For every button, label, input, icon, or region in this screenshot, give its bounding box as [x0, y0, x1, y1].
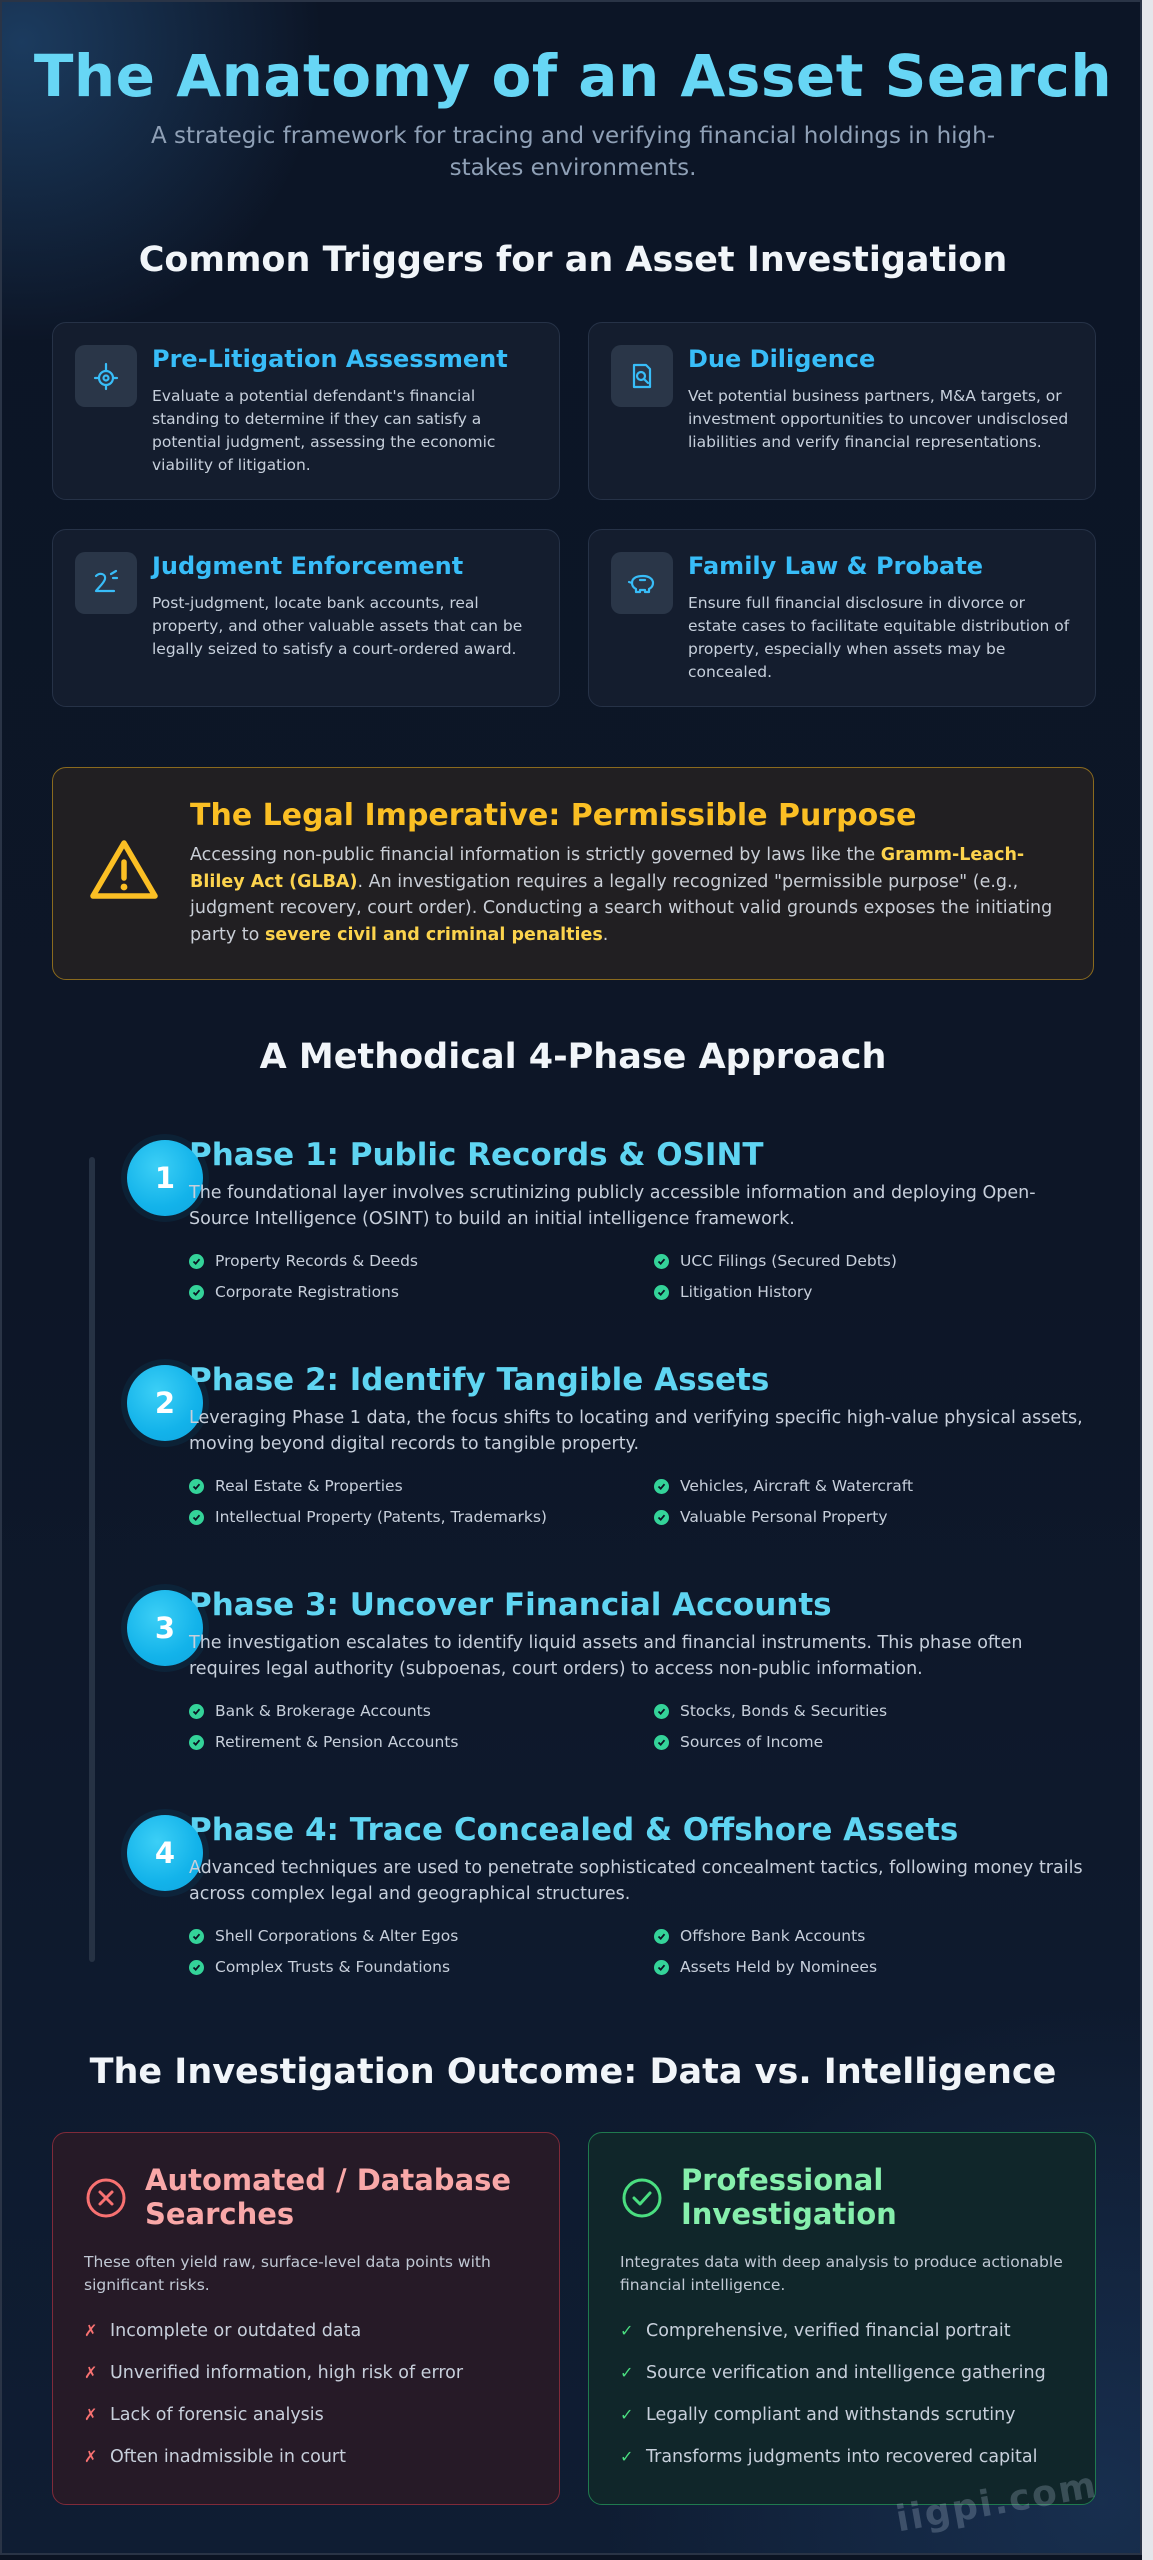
check-icon: [189, 1959, 204, 1975]
phase-description: Leveraging Phase 1 data, the focus shift…: [189, 1408, 1083, 1454]
legal-warning-text: Accessing non-public financial informati…: [190, 845, 1053, 945]
check-icon: [189, 1928, 204, 1944]
phase-item: Complex Trusts & Foundations: [189, 1958, 450, 1976]
outcome-heading: The Investigation Outcome: Data vs. Inte…: [89, 2052, 1057, 2092]
check-icon: [654, 1253, 669, 1269]
check-mark-icon: ✓: [620, 2405, 634, 2424]
phase-description: The investigation escalates to identify …: [189, 1633, 1023, 1679]
phase-title: Phase 2: Identify Tangible Assets: [189, 1362, 770, 1398]
outcome-subtitle: Integrates data with deep analysis to pr…: [620, 2253, 1063, 2294]
gavel-target-icon: [75, 345, 137, 407]
professional-investigation-card: Professional Investigation Integrates da…: [588, 2132, 1096, 2505]
phase-number-badge: 3: [127, 1590, 203, 1666]
approach-heading: A Methodical 4-Phase Approach: [259, 1037, 887, 1077]
trigger-card-judgment-enforcement: Judgment Enforcement Post-judgment, loca…: [52, 529, 560, 707]
piggy-bank-icon: [611, 552, 673, 614]
legal-warning-title: The Legal Imperative: Permissible Purpos…: [190, 798, 917, 833]
check-icon: [654, 1478, 669, 1494]
check-icon: [654, 1509, 669, 1525]
phase-title: Phase 4: Trace Concealed & Offshore Asse…: [189, 1812, 959, 1848]
cross-mark-icon: ✗: [84, 2447, 98, 2466]
check-icon: [189, 1253, 204, 1269]
check-mark-icon: ✓: [620, 2447, 634, 2466]
outcome-title: Professional Investigation: [681, 2163, 897, 2231]
outcome-subtitle: These often yield raw, surface-level dat…: [84, 2253, 491, 2294]
phase-item: Bank & Brokerage Accounts: [189, 1702, 431, 1720]
check-icon: [654, 1703, 669, 1719]
phase-number-badge: 2: [127, 1365, 203, 1441]
check-icon: [189, 1284, 204, 1300]
outcome-list: ✓Comprehensive, verified financial portr…: [620, 2313, 1080, 2481]
card-text: Evaluate a potential defendant's financi…: [152, 387, 496, 474]
check-icon: [654, 1928, 669, 1944]
x-circle-icon: [85, 2177, 127, 2223]
card-title: Family Law & Probate: [688, 552, 983, 580]
trigger-card-family-law: Family Law & Probate Ensure full financi…: [588, 529, 1096, 707]
list-item: ✓Comprehensive, verified financial portr…: [620, 2321, 1011, 2341]
phase-number-badge: 4: [127, 1815, 203, 1891]
legal-warning-callout: The Legal Imperative: Permissible Purpos…: [52, 767, 1094, 980]
trigger-card-due-diligence: Due Diligence Vet potential business par…: [588, 322, 1096, 500]
check-icon: [189, 1478, 204, 1494]
phase-item: Intellectual Property (Patents, Trademar…: [189, 1508, 547, 1526]
trigger-card-pre-litigation: Pre-Litigation Assessment Evaluate a pot…: [52, 322, 560, 500]
check-icon: [189, 1509, 204, 1525]
check-circle-icon: [621, 2177, 663, 2223]
phase-item: Offshore Bank Accounts: [654, 1927, 865, 1945]
list-item: ✗Often inadmissible in court: [84, 2447, 346, 2467]
list-item: ✓Transforms judgments into recovered cap…: [620, 2447, 1038, 2467]
check-icon: [654, 1734, 669, 1750]
outcome-list: ✗Incomplete or outdated data ✗Unverified…: [84, 2313, 544, 2481]
check-icon: [189, 1703, 204, 1719]
phase-item: Vehicles, Aircraft & Watercraft: [654, 1477, 913, 1495]
timeline-line: [89, 1157, 95, 1962]
phase-item: Retirement & Pension Accounts: [189, 1733, 458, 1751]
list-item: ✗Unverified information, high risk of er…: [84, 2363, 464, 2383]
automated-searches-card: Automated / Database Searches These ofte…: [52, 2132, 560, 2505]
phase-item: UCC Filings (Secured Debts): [654, 1252, 897, 1270]
phase-item: Sources of Income: [654, 1733, 823, 1751]
page-subtitle: A strategic framework for tracing and ve…: [150, 123, 996, 181]
check-icon: [654, 1284, 669, 1300]
triggers-heading: Common Triggers for an Asset Investigati…: [138, 240, 1008, 280]
card-title: Judgment Enforcement: [152, 552, 464, 580]
card-text: Vet potential business partners, M&A tar…: [688, 387, 1069, 451]
phase-item: Valuable Personal Property: [654, 1508, 888, 1526]
cross-mark-icon: ✗: [84, 2321, 98, 2340]
card-text: Post-judgment, locate bank accounts, rea…: [152, 594, 523, 658]
phase-item: Shell Corporations & Alter Egos: [189, 1927, 458, 1945]
card-text: Ensure full financial disclosure in divo…: [688, 594, 1070, 681]
phase-item: Assets Held by Nominees: [654, 1958, 877, 1976]
check-icon: [189, 1734, 204, 1750]
card-title: Due Diligence: [688, 345, 876, 373]
phase-number-badge: 1: [127, 1140, 203, 1216]
right-edge-strip: [1142, 0, 1153, 2560]
phase-item: Real Estate & Properties: [189, 1477, 403, 1495]
document-search-icon: [611, 345, 673, 407]
phase-item: Property Records & Deeds: [189, 1252, 418, 1270]
phase-description: The foundational layer involves scrutini…: [189, 1183, 1036, 1229]
outcome-title: Automated / Database Searches: [145, 2163, 512, 2231]
page-title: The Anatomy of an Asset Search: [33, 42, 1113, 110]
hand-coin-icon: [75, 552, 137, 614]
phase-item: Litigation History: [654, 1283, 812, 1301]
cross-mark-icon: ✗: [84, 2363, 98, 2382]
card-title: Pre-Litigation Assessment: [152, 345, 508, 373]
phase-item: Stocks, Bonds & Securities: [654, 1702, 887, 1720]
check-mark-icon: ✓: [620, 2321, 634, 2340]
list-item: ✗Lack of forensic analysis: [84, 2405, 324, 2425]
phase-description: Advanced techniques are used to penetrat…: [189, 1858, 1083, 1904]
warning-triangle-icon: [89, 838, 159, 904]
phase-item: Corporate Registrations: [189, 1283, 399, 1301]
phase-title: Phase 1: Public Records & OSINT: [189, 1137, 764, 1173]
check-icon: [654, 1959, 669, 1975]
phase-title: Phase 3: Uncover Financial Accounts: [189, 1587, 832, 1623]
check-mark-icon: ✓: [620, 2363, 634, 2382]
list-item: ✗Incomplete or outdated data: [84, 2321, 362, 2341]
list-item: ✓Source verification and intelligence ga…: [620, 2363, 1046, 2383]
list-item: ✓Legally compliant and withstands scruti…: [620, 2405, 1016, 2425]
cross-mark-icon: ✗: [84, 2405, 98, 2424]
